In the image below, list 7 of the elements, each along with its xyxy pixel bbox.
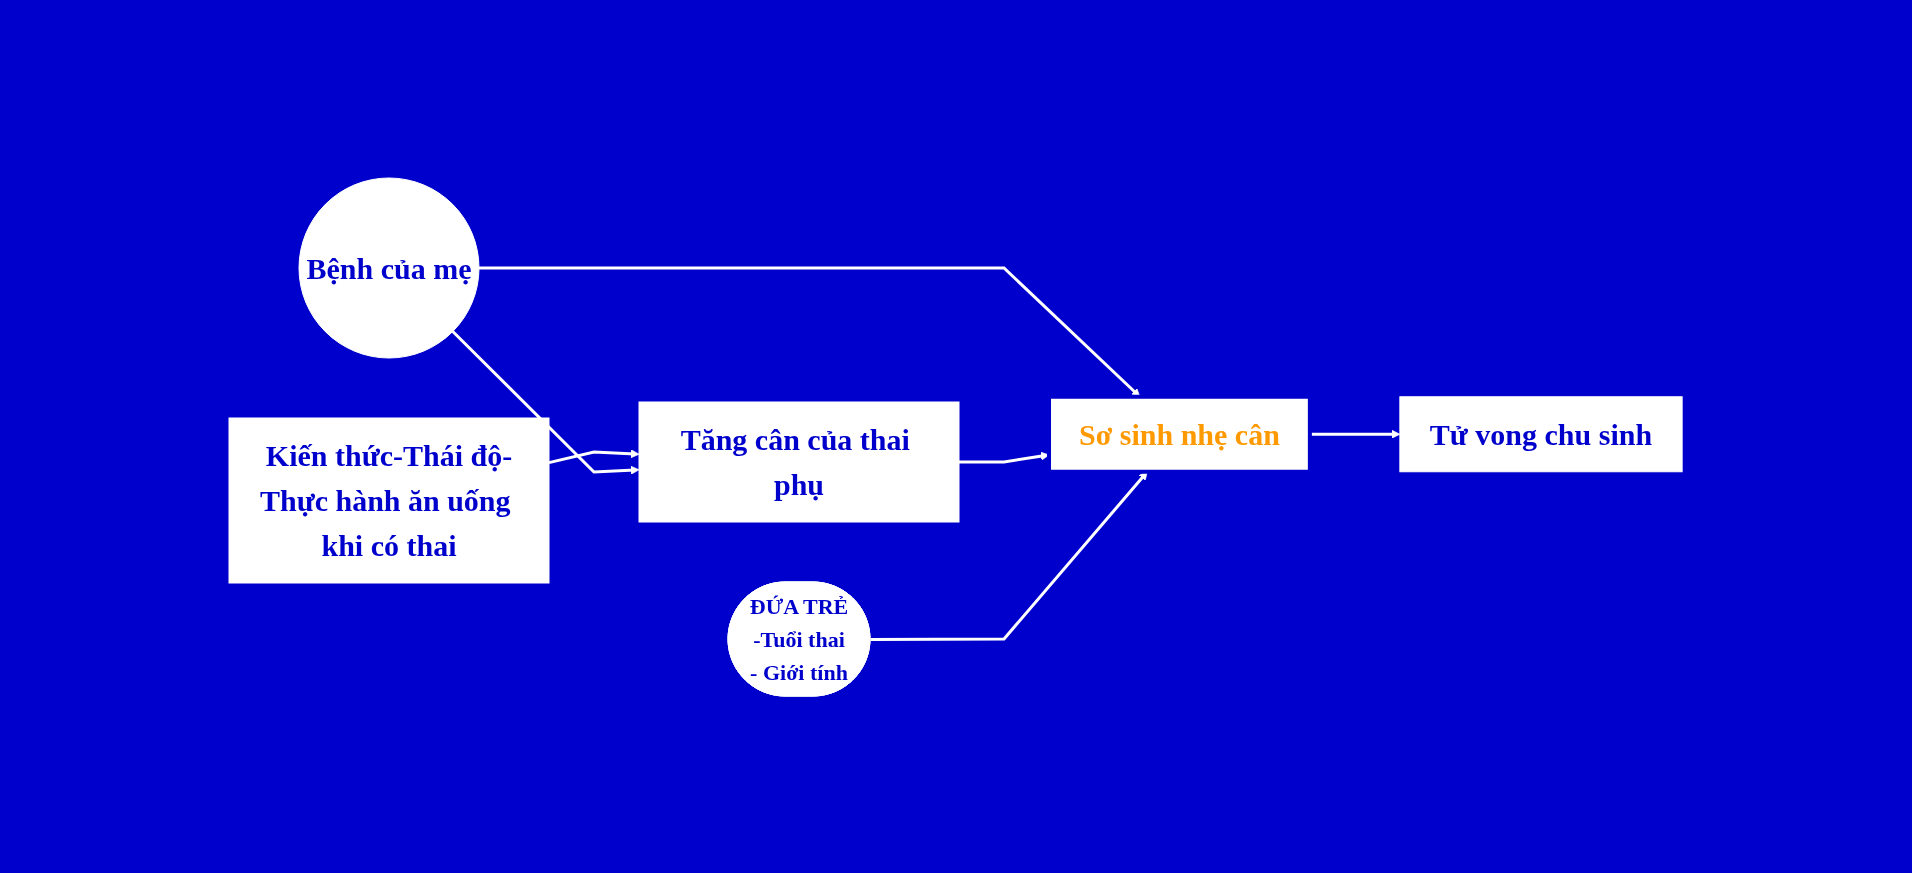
arrow xyxy=(549,448,640,464)
arrow xyxy=(479,266,1141,397)
node-box: Tử vong chu sinh xyxy=(1399,395,1684,472)
node-circle: Bệnh của mẹ xyxy=(298,177,480,358)
node-box: Tăng cân của thai phụ xyxy=(638,401,960,522)
arrow xyxy=(452,329,640,475)
node-box: Kiến thức-Thái độ-Thực hành ăn uống khi có thai xyxy=(228,417,550,583)
